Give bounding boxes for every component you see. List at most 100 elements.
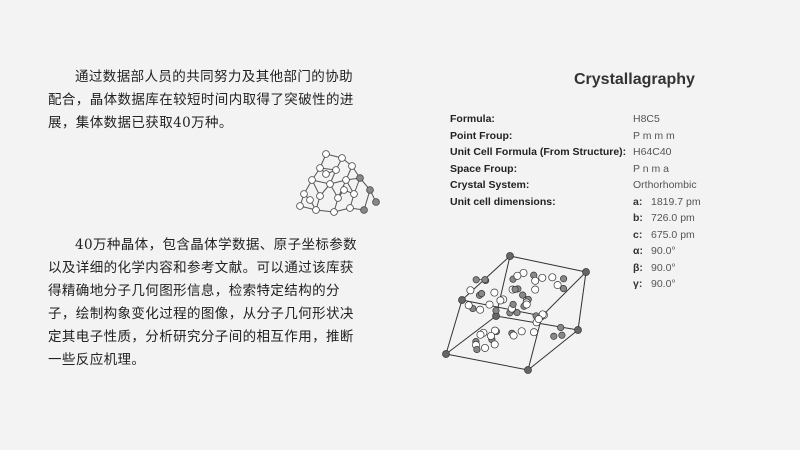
atom-circle: [342, 176, 350, 184]
property-label: Point Froup:: [450, 129, 513, 142]
dimension-value: 90.0°: [651, 278, 676, 290]
atom-circle: [466, 286, 475, 295]
atom-circle: [531, 276, 540, 285]
property-value: P m m m: [633, 129, 675, 142]
atom-circle: [356, 174, 364, 182]
atom-circle: [296, 202, 304, 210]
atom-circle: [464, 301, 473, 310]
atom-circle: [553, 281, 562, 290]
atom-circle: [559, 285, 568, 293]
atom-circle: [560, 275, 568, 283]
cell-edge-line: [445, 315, 497, 355]
corner-atom-circle: [524, 366, 532, 374]
atom-circle: [490, 340, 499, 349]
atom-circle: [316, 164, 324, 172]
atom-circle: [490, 288, 499, 297]
property-label: Unit Cell Formula (From Structure):: [450, 146, 627, 158]
dimension-value: 90.0°: [651, 261, 676, 274]
property-label: Space Froup:: [450, 162, 518, 175]
cell-edge-line: [527, 315, 543, 371]
dimension-key: γ:: [633, 278, 643, 290]
panel-title: Crystallagraphy: [574, 71, 695, 88]
atom-circle: [496, 296, 505, 305]
dimension-key: b:: [633, 212, 643, 224]
property-value: H64C40: [633, 146, 672, 158]
atom-circle: [330, 208, 338, 216]
property-label: Formula:: [450, 113, 495, 125]
atom-circle: [492, 306, 500, 315]
atom-circle: [350, 190, 358, 198]
cell-edge-line: [541, 271, 587, 317]
atom-circle: [485, 300, 494, 309]
atom-circle: [513, 271, 522, 280]
corner-atom-circle: [442, 350, 450, 358]
atom-circle: [478, 290, 486, 298]
atom-circle: [481, 343, 489, 352]
atom-circle: [517, 327, 526, 336]
crystal-unit-cell-image: [442, 252, 590, 374]
atom-circle: [338, 154, 346, 162]
property-label: Unit cell dimensions:: [450, 195, 556, 208]
atom-circle: [519, 291, 527, 299]
cell-edge-line: [445, 299, 463, 355]
atom-circle: [360, 206, 368, 214]
atom-circle: [312, 206, 320, 214]
cell-edge-line: [445, 353, 529, 371]
corner-atom-circle: [574, 326, 582, 334]
atom-circle: [332, 166, 340, 174]
cell-edge-line: [495, 255, 511, 317]
dimension-key: a:: [633, 195, 643, 208]
atom-circle: [534, 315, 543, 324]
dimension-value: 675.0 pm: [651, 228, 695, 241]
cell-edge-line: [461, 299, 543, 317]
cell-edge-line: [577, 271, 587, 331]
atom-circle: [550, 332, 558, 340]
property-value: P n m a: [633, 162, 669, 175]
property-label: Crystal System:: [450, 179, 530, 191]
atom-circle: [548, 273, 557, 282]
atom-circle: [511, 285, 519, 293]
atom-circle: [473, 345, 481, 354]
atom-circle: [531, 285, 540, 294]
atom-circle: [316, 192, 324, 200]
dimension-key: β:: [633, 261, 643, 274]
atom-circle: [509, 300, 517, 308]
dimension-value: 90.0°: [651, 245, 676, 257]
atom-circle: [346, 204, 354, 212]
atom-circle: [538, 273, 547, 282]
atom-circle: [557, 323, 565, 332]
atom-circle: [522, 300, 531, 309]
atom-circle: [322, 170, 330, 178]
atom-circle: [300, 190, 308, 198]
dimension-value: 1819.7 pm: [651, 195, 701, 208]
description-paragraph: 40万种晶体，包含晶体学数据、原子坐标参数以及详细的化学内容和参考文献。可以通过…: [48, 237, 358, 368]
atom-circle: [476, 305, 485, 314]
atom-circle: [308, 176, 316, 184]
atom-circle: [530, 328, 538, 337]
dimension-key: c:: [633, 228, 643, 241]
atom-circle: [348, 162, 356, 170]
atom-circle: [322, 150, 330, 158]
corner-atom-circle: [458, 296, 466, 304]
atom-circle: [481, 276, 489, 284]
intro-paragraph: 通过数据部人员的共同努力及其他部门的协助配合，晶体数据库在较短时间内取得了突破性…: [48, 69, 354, 131]
atom-circle: [306, 196, 314, 204]
cell-edge-line: [509, 255, 587, 273]
atom-circle: [334, 194, 342, 202]
dimension-value: 726.0 pm: [651, 212, 695, 224]
atom-circle: [491, 326, 499, 335]
atom-circle: [558, 331, 566, 339]
cell-edge-line: [527, 329, 579, 371]
property-value: H8C5: [633, 113, 660, 125]
atom-circle: [472, 276, 480, 284]
atom-circle: [476, 330, 485, 339]
atom-circle: [366, 186, 374, 194]
molecule-ball-stick-image: [296, 150, 380, 216]
property-value: Orthorhombic: [633, 179, 697, 191]
atom-circle: [326, 180, 334, 188]
atom-circle: [487, 331, 495, 340]
atom-circle: [509, 331, 518, 340]
corner-atom-circle: [582, 268, 590, 276]
atom-circle: [340, 186, 348, 194]
dimension-key: α:: [633, 245, 643, 257]
